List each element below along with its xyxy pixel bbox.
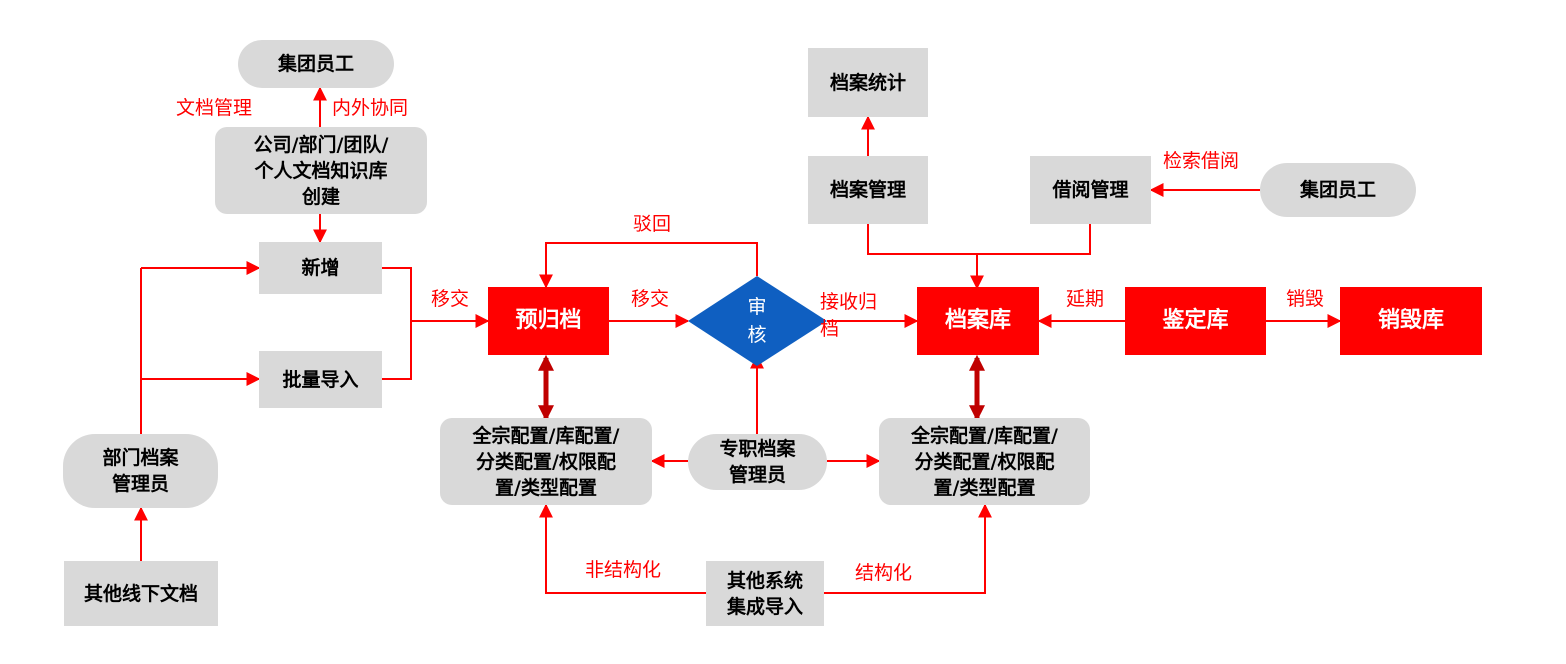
full-archivist-node: 专职档案 管理员 (688, 434, 827, 490)
kb-create-node: 公司/部门/团队/ 个人文档知识库 创建 (215, 127, 427, 214)
review-text: 审 核 (747, 296, 767, 346)
archive-stats-node: 档案统计 (808, 48, 928, 117)
review-diamond (688, 276, 827, 366)
receive-archive-label: 接收归 档 (820, 291, 878, 340)
other-systems-node: 其他系统 集成导入 (706, 561, 824, 626)
appraisal-lib-node: 鉴定库 (1125, 287, 1266, 355)
structured-label: 结构化 (855, 562, 913, 584)
config-right-node: 全宗配置/库配置/ 分类配置/权限配 置/类型配置 (879, 418, 1090, 505)
config-left-node: 全宗配置/库配置/ 分类配置/权限配 置/类型配置 (440, 418, 652, 505)
arrow-reject (539, 242, 758, 289)
batch-import-node: 批量导入 (259, 351, 382, 408)
borrow-mgmt-node: 借阅管理 (1030, 156, 1151, 224)
unstructured-label: 非结构化 (585, 559, 662, 581)
transfer-label-2: 移交 (631, 288, 670, 310)
line-add-out (382, 267, 412, 380)
doc-mgmt-label: 文档管理 (176, 97, 253, 119)
dept-archivist-node: 部门档案 管理员 (63, 434, 218, 508)
destroy-lib-node: 销毁库 (1340, 287, 1482, 355)
arrow-to-config-left (539, 503, 706, 594)
add-new-node: 新增 (259, 242, 382, 294)
destroy-label: 销毁 (1286, 288, 1325, 310)
line-mgmt-borrow (867, 224, 1091, 255)
reject-label: 驳回 (633, 213, 672, 235)
archive-mgmt-node: 档案管理 (808, 156, 928, 224)
archive-lib-node: 档案库 (917, 287, 1039, 355)
extend-label: 延期 (1066, 288, 1105, 310)
collab-label: 内外协同 (332, 97, 409, 119)
pre-archive-node: 预归档 (488, 287, 609, 355)
group-staff-right-node: 集团员工 (1260, 163, 1416, 217)
group-staff-top-node: 集团员工 (238, 40, 394, 88)
transfer-label-1: 移交 (431, 288, 470, 310)
offline-docs-node: 其他线下文档 (64, 561, 218, 626)
arrow-to-config-right (824, 503, 992, 594)
search-borrow-label: 检索借阅 (1163, 150, 1240, 172)
